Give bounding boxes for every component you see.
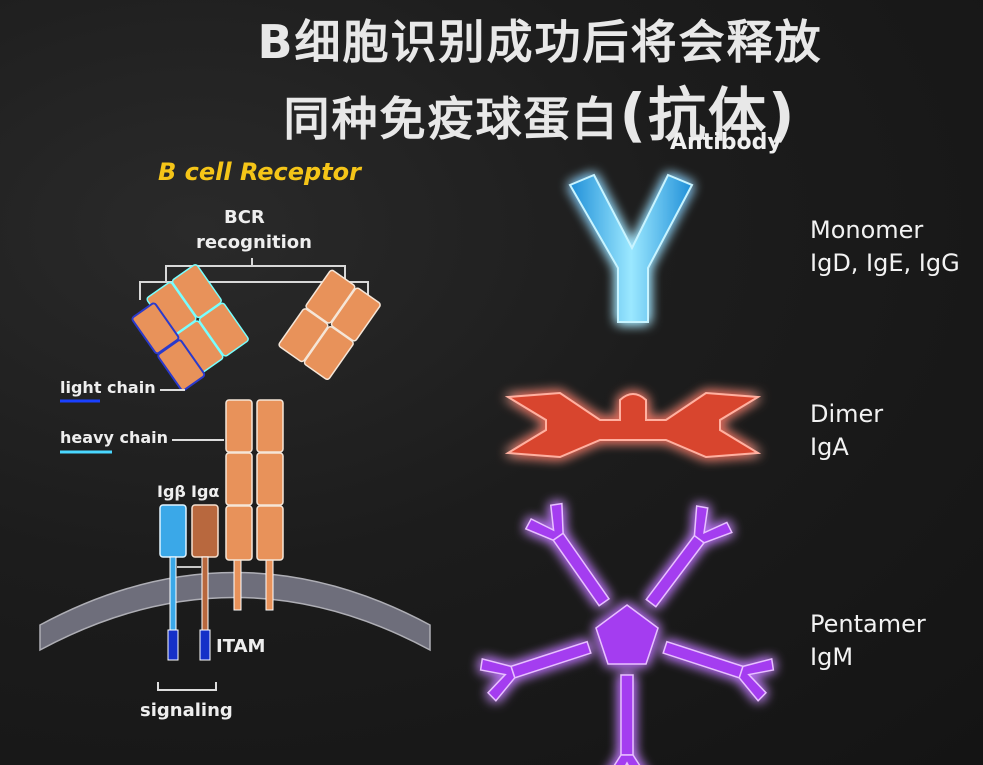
bcr-label-2: recognition (196, 232, 312, 253)
dimer-classes: IgA (810, 433, 849, 461)
monomer-label: Monomer IgD, IgE, IgG (810, 214, 960, 280)
antibody-label: Antibody (670, 130, 782, 155)
dimer-antibody (504, 391, 762, 459)
right-arm (278, 269, 381, 381)
monomer-form: Monomer (810, 216, 924, 244)
bcr-heading: B cell Receptor (158, 158, 362, 186)
signaling-label: signaling (140, 700, 233, 721)
slide-title-line2: 同种免疫球蛋白(抗体) (100, 68, 980, 152)
left-arm (146, 264, 249, 375)
itam-alpha (199, 629, 211, 661)
ig-alpha-label: Igα (191, 482, 220, 501)
light-chain-label: light chain (60, 378, 156, 397)
title-main: 同种免疫球蛋白 (283, 92, 620, 146)
pentamer-antibody (479, 502, 775, 765)
bcr-label-1: BCR (224, 207, 265, 228)
heavy-chain-stem (225, 399, 284, 561)
heavy-chain-label: heavy chain (60, 428, 169, 447)
pentamer-form: Pentamer (810, 610, 926, 638)
itam-label: ITAM (216, 636, 266, 657)
dimer-form: Dimer (810, 400, 884, 428)
title-paren: (抗体) (619, 81, 797, 149)
light-chain (131, 302, 206, 392)
pentamer-label: Pentamer IgM (810, 608, 926, 674)
recognition-bracket (139, 258, 369, 300)
itam-beta (167, 629, 179, 661)
pentamer-classes: IgM (810, 643, 854, 671)
signaling-bracket (157, 682, 217, 691)
monomer-antibody (568, 173, 694, 323)
dimer-label: Dimer IgA (810, 398, 883, 464)
ig-beta-label: Igβ (157, 482, 186, 501)
monomer-classes: IgD, IgE, IgG (810, 249, 960, 277)
slide-title-line1: B细胞识别成功后将会释放 (257, 15, 823, 69)
